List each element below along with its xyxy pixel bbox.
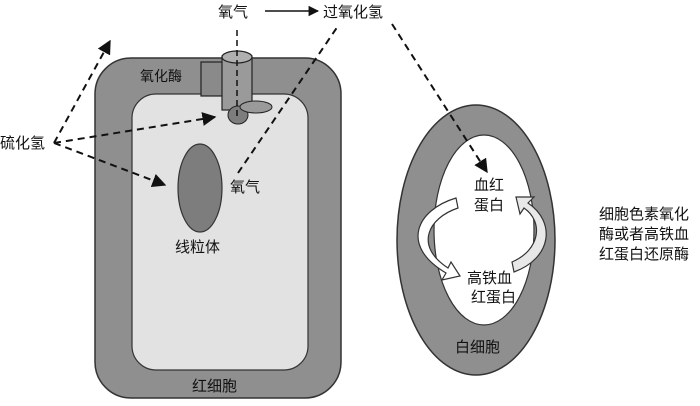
reduction-cycle (417, 196, 547, 281)
red-blood-cell (94, 57, 342, 399)
label-white-blood-cell: 白细胞 (455, 338, 500, 356)
arrow-peroxide-to-hemoglobin (391, 23, 488, 174)
label-mitochondria: 线粒体 (175, 238, 220, 256)
mitochondrion (177, 143, 223, 233)
cycle-arrow-up (511, 196, 547, 273)
label-reductase-line3: 红蛋白还原酶 (599, 245, 689, 263)
dashed-arrows (53, 5, 488, 188)
label-reductase-line2: 酶或者高铁血 (599, 225, 689, 243)
arrow-h2s-to-oxidase (53, 112, 217, 144)
label-methemoglobin-line1: 高铁血 (467, 269, 512, 287)
label-hydrogen-peroxide: 过氧化氢 (323, 3, 383, 21)
cycle-arrow-down (417, 197, 461, 281)
oxidase-protein (200, 30, 273, 125)
label-hemoglobin-line2: 蛋白 (474, 196, 504, 214)
red-blood-cell-interior (131, 93, 309, 371)
label-reductase-line1: 细胞色素氧化 (599, 205, 689, 223)
label-methemoglobin-line2: 红蛋白 (471, 288, 516, 306)
white-blood-cell (396, 104, 556, 376)
label-oxygen-top: 氧气 (218, 3, 248, 21)
label-hemoglobin-line1: 血红 (474, 176, 504, 194)
label-hydrogen-sulfide: 硫化氢 (0, 134, 45, 152)
label-oxygen-inner: 氧气 (230, 178, 260, 196)
oxidase-disc (239, 100, 273, 114)
label-red-blood-cell: 红细胞 (192, 377, 237, 395)
white-blood-cell-interior (433, 134, 535, 326)
label-oxidase: 氧化酶 (140, 69, 182, 85)
arrow-h2s-to-mitochondria (53, 142, 167, 188)
arrow-oxygen-to-peroxide (237, 25, 339, 174)
arrow-h2s-to-outside (53, 39, 111, 144)
